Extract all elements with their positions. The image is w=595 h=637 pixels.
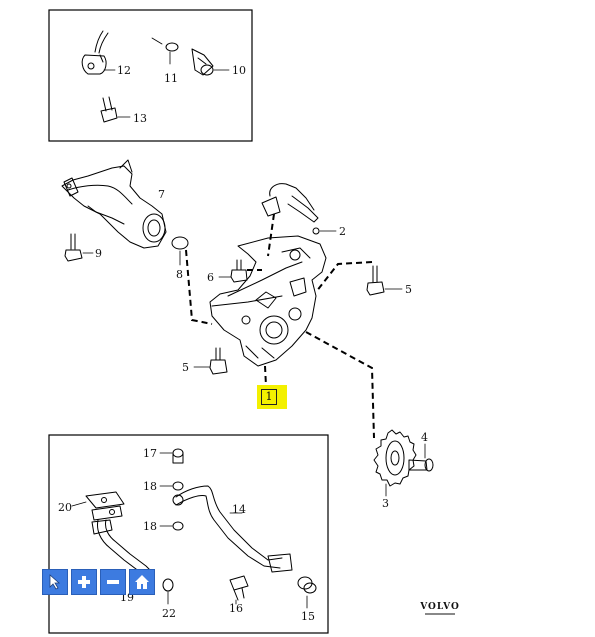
oring-11-part [151,37,179,65]
dash-line-sprocket [305,331,375,439]
callout-15: 15 [301,610,315,623]
dash-line-bolt5 [315,261,373,293]
sprocket-bolt-part [408,443,434,472]
zoom-out-button[interactable] [100,569,126,595]
dash-line-pipe [185,249,213,325]
seal-18-lower-part [159,521,184,531]
highlighted-callout-1[interactable]: 1 [257,385,287,409]
callout-6: 6 [207,271,214,284]
callout-18-lower: 18 [143,520,157,533]
bolt-17-part [159,448,184,464]
callout-12: 12 [117,64,131,77]
oil-pump-body-part [209,235,327,367]
inset-frame-bottom [48,434,329,634]
sensor-bracket-part [81,30,116,75]
seal-18-upper-part [159,481,184,491]
callout-13: 13 [133,112,147,125]
callout-5-left: 5 [182,361,189,374]
callout-3: 3 [382,497,389,510]
dash-line-pump-down [264,365,267,387]
callout-5-right: 5 [405,283,412,296]
bolt-6-part [218,259,248,283]
callout-16: 16 [229,602,243,615]
brand-underline [425,613,455,615]
callout-18-upper: 18 [143,480,157,493]
fitting-16-part [229,575,249,605]
bolt-5-right-part [366,265,403,296]
home-button[interactable] [129,569,155,595]
bolt-5-left-part [193,347,228,375]
home-icon [135,575,149,589]
bracket-20-part [71,491,155,581]
callout-14: 14 [232,503,246,516]
callout-7: 7 [158,188,165,201]
callout-17: 17 [143,447,157,460]
callout-20: 20 [58,501,72,514]
inset-frame-top [48,9,253,142]
callout-1: 1 [261,389,277,405]
zoom-in-button[interactable] [71,569,97,595]
plug-10-part [191,48,230,76]
callout-8: 8 [176,268,183,281]
cursor-icon [49,574,61,590]
pickup-pipe-part [61,159,167,249]
seal-22-part [162,578,174,605]
minus-icon [107,580,119,584]
bolt-9-part [64,233,94,262]
callout-9: 9 [95,247,102,260]
diagram-toolbar [42,569,155,595]
oil-pipe-14-part [172,485,293,573]
callout-22: 22 [162,607,176,620]
brand-name: VOLVO [420,602,460,612]
drive-sprocket-part [373,429,417,497]
callout-2: 2 [339,225,346,238]
callout-4: 4 [421,431,428,444]
oring-8-part [171,236,189,266]
pointer-button[interactable] [42,569,68,595]
seal-15-part [297,576,317,609]
plus-icon [78,576,90,588]
callout-10: 10 [232,64,246,77]
callout-11: 11 [164,72,178,85]
volvo-logo: VOLVO [414,602,466,615]
dash-line-sensor [267,213,275,257]
bolt-13-part [100,96,131,123]
oil-level-sensor-part [261,183,337,235]
